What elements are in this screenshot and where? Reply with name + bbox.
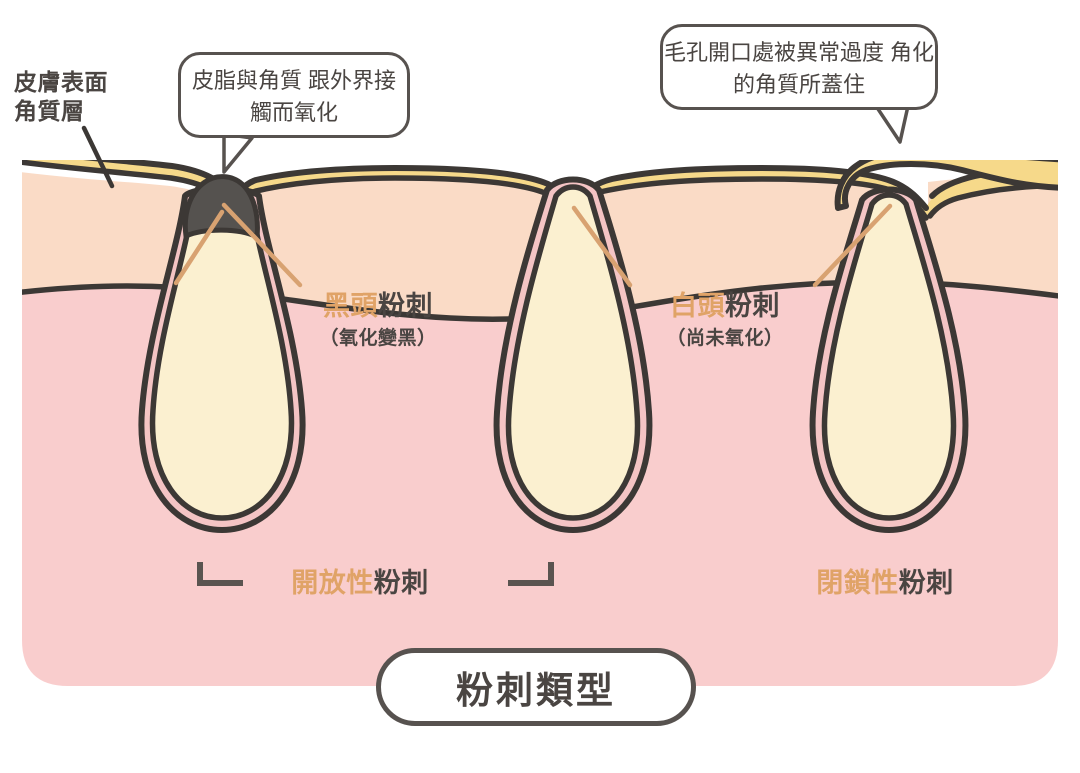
callout-closed-comedone-keratin-text: 毛孔開口處被異常過度 角化的角質所蓋住 [663, 40, 935, 97]
callout-blackhead-oxidation: 皮脂與角質 跟外界接觸而氧化 [178, 52, 410, 138]
open-comedone-label-rest: 粉刺 [373, 568, 429, 598]
skin-surface-outline-3 [577, 164, 929, 211]
callout-closed-comedone-keratin: 毛孔開口處被異常過度 角化的角質所蓋住 [660, 24, 938, 110]
closed-comedone-label-highlight: 閉鎖性 [816, 568, 899, 598]
skin-layers-group [22, 160, 1058, 686]
blackhead-label-highlight: 黑頭 [323, 291, 378, 321]
whitehead-label: 白頭粉刺 [635, 289, 815, 324]
diagram-title: 粉刺類型 [456, 670, 616, 711]
open-comedone-label-highlight: 開放性 [291, 568, 374, 598]
bracket-open-right [508, 562, 554, 586]
leader-line-blackhead-left [173, 209, 225, 286]
blackhead-sublabel: （氧化變黑） [319, 328, 437, 349]
leader-line-skin-surface [81, 125, 115, 189]
follicle-2-inner-cavity [505, 184, 641, 521]
skin-surface-label: 皮膚表面 角質層 [14, 69, 108, 125]
leader-line-whitehead-right [812, 203, 893, 288]
whitehead-label-rest: 粉刺 [725, 291, 780, 321]
leader-line-blackhead [221, 202, 303, 288]
diagram-title-badge: 粉刺類型 [376, 648, 696, 726]
hyperkeratotic-cap-inner-edge [834, 160, 947, 211]
closed-comedone-label: 閉鎖性粉刺 [775, 566, 995, 601]
callout-left-tail [222, 132, 254, 174]
callout-right-tail [874, 104, 910, 144]
blackhead-label-rest: 粉刺 [378, 291, 433, 321]
whitehead-sublabel: （尚未氧化） [666, 328, 784, 349]
follicle-whitehead [493, 176, 653, 533]
whitehead-label-highlight: 白頭 [670, 291, 725, 321]
blackhead-label: 黑頭粉刺 [288, 289, 468, 324]
leader-line-whitehead [571, 205, 633, 288]
follicle-closed-comedone [809, 160, 1058, 533]
open-comedone-label: 開放性粉刺 [250, 566, 470, 601]
closed-comedone-label-rest: 粉刺 [898, 568, 954, 598]
bracket-open-left [197, 562, 243, 586]
follicle-3-inner-cavity [821, 192, 957, 521]
callout-blackhead-oxidation-text: 皮脂與角質 跟外界接觸而氧化 [191, 68, 397, 125]
